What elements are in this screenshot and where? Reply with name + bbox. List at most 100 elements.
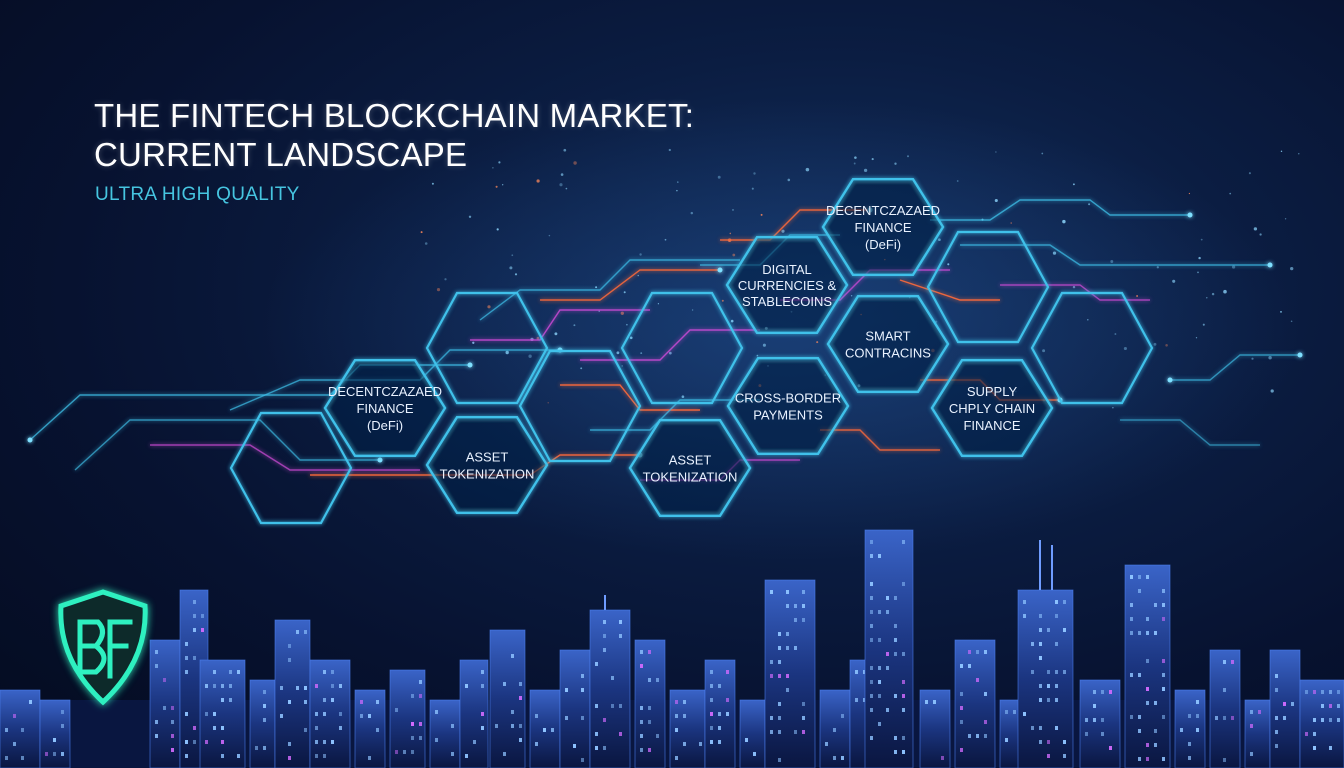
particle [756, 354, 759, 357]
hex-label-line: CONTRACINS [845, 346, 931, 361]
hex-label-line: DIGITAL [762, 262, 812, 277]
particle [1223, 289, 1227, 294]
building [199, 659, 246, 768]
hex-label-line: (DeFi) [865, 237, 901, 252]
building [764, 579, 816, 768]
hex-label-line: PAYMENTS [753, 408, 823, 423]
building [529, 689, 561, 768]
particle [676, 189, 678, 192]
building [559, 649, 591, 768]
building [864, 529, 914, 768]
particle [509, 266, 513, 270]
particle [420, 231, 423, 234]
page-title: THE FINTECH BLOCKCHAIN MARKET: CURRENT L… [94, 96, 694, 174]
building [1299, 679, 1344, 768]
trace [540, 269, 720, 301]
building [1209, 649, 1241, 768]
particle [563, 148, 567, 152]
hex-outline [628, 419, 752, 517]
particle [760, 213, 763, 216]
hex-label-line: CROSS-BORDER [735, 391, 841, 406]
hex-outline [821, 177, 945, 276]
particle [598, 310, 600, 313]
particle [730, 319, 734, 323]
hex-outline [323, 359, 447, 457]
particle [721, 299, 724, 302]
particle [691, 309, 694, 311]
particle [657, 303, 660, 305]
trace [1170, 354, 1300, 381]
building [0, 689, 41, 768]
particle [1112, 406, 1114, 409]
building [669, 689, 706, 768]
particle [637, 274, 639, 277]
trace [1120, 419, 1260, 446]
particle [668, 148, 671, 152]
particle [580, 367, 583, 370]
particle [787, 178, 791, 182]
particle [753, 172, 756, 175]
particle [1072, 183, 1075, 186]
particle [554, 332, 558, 336]
subtitle: ULTRA HIGH QUALITY [95, 184, 300, 205]
trace [590, 399, 760, 431]
particle [1172, 279, 1176, 283]
particle [1010, 222, 1012, 224]
building [274, 619, 311, 768]
shield-logo-icon [58, 589, 148, 706]
particle [639, 253, 642, 256]
trace [74, 419, 380, 471]
particle [623, 291, 626, 294]
particle [536, 336, 540, 340]
particle [853, 162, 856, 165]
hex-label-line: TOKENIZATION [643, 470, 738, 485]
hex-outline [425, 291, 549, 405]
hex-label-line: SMART [865, 329, 910, 344]
particle [1087, 318, 1089, 321]
particle [1114, 333, 1117, 335]
particle [664, 238, 667, 241]
particle [502, 184, 504, 186]
hex-label-line: ASSET [669, 453, 712, 468]
particle [1284, 218, 1287, 220]
particle [677, 181, 679, 183]
hex-outline [425, 416, 549, 514]
hex-outline [726, 357, 850, 455]
city-skyline [0, 529, 1344, 768]
trace-node [1167, 377, 1173, 383]
particle [536, 179, 540, 183]
particle [1123, 346, 1127, 351]
particle [559, 183, 563, 187]
hex-label-line: SUPPLY [967, 384, 1018, 399]
particle [626, 323, 628, 326]
trace [930, 199, 1190, 221]
trace-node [1187, 212, 1193, 218]
building [309, 659, 351, 768]
particle [1188, 192, 1190, 195]
building [1079, 679, 1121, 768]
trace [580, 329, 760, 361]
particle [547, 402, 549, 404]
particle [729, 232, 732, 235]
particle [431, 182, 434, 185]
particle [1052, 251, 1057, 255]
particle [938, 238, 941, 242]
building [589, 609, 631, 768]
particle [907, 155, 909, 158]
particle [1153, 342, 1157, 346]
particle [1165, 344, 1168, 347]
building [1017, 589, 1074, 768]
hex-label-line: ASSET [466, 450, 509, 465]
particle [1251, 357, 1254, 360]
particle [511, 254, 514, 257]
building [704, 659, 736, 768]
particle [498, 161, 501, 164]
hex-asset-right: ASSET TOKENIZATION [628, 419, 752, 517]
particle [1195, 337, 1198, 339]
hex-label-line: DECENTCZAZAED [826, 203, 940, 218]
particle [1231, 265, 1236, 269]
hex-label-line: CURRENCIES & [738, 278, 837, 293]
